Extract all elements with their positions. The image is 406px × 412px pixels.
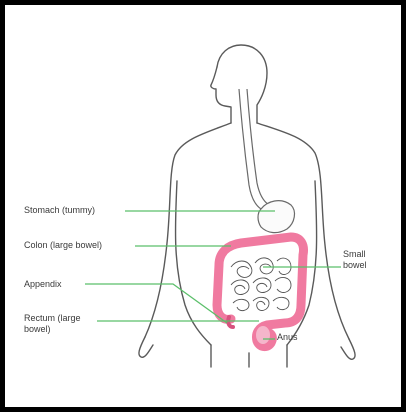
- esophagus: [239, 89, 269, 209]
- label-rectum: Rectum (large bowel): [24, 313, 94, 335]
- label-appendix: Appendix: [24, 279, 62, 290]
- small-bowel-organ: [231, 258, 291, 311]
- label-small-bowel: Small bowel: [343, 249, 383, 271]
- colon-ascending: [217, 265, 231, 319]
- diagram-frame: Stomach (tummy) Colon (large bowel) Appe…: [5, 5, 401, 407]
- stomach-organ: [258, 201, 294, 233]
- label-stomach: Stomach (tummy): [24, 205, 95, 216]
- label-colon: Colon (large bowel): [24, 240, 102, 251]
- label-anus: Anus: [277, 332, 298, 343]
- rectum-organ: [255, 325, 271, 345]
